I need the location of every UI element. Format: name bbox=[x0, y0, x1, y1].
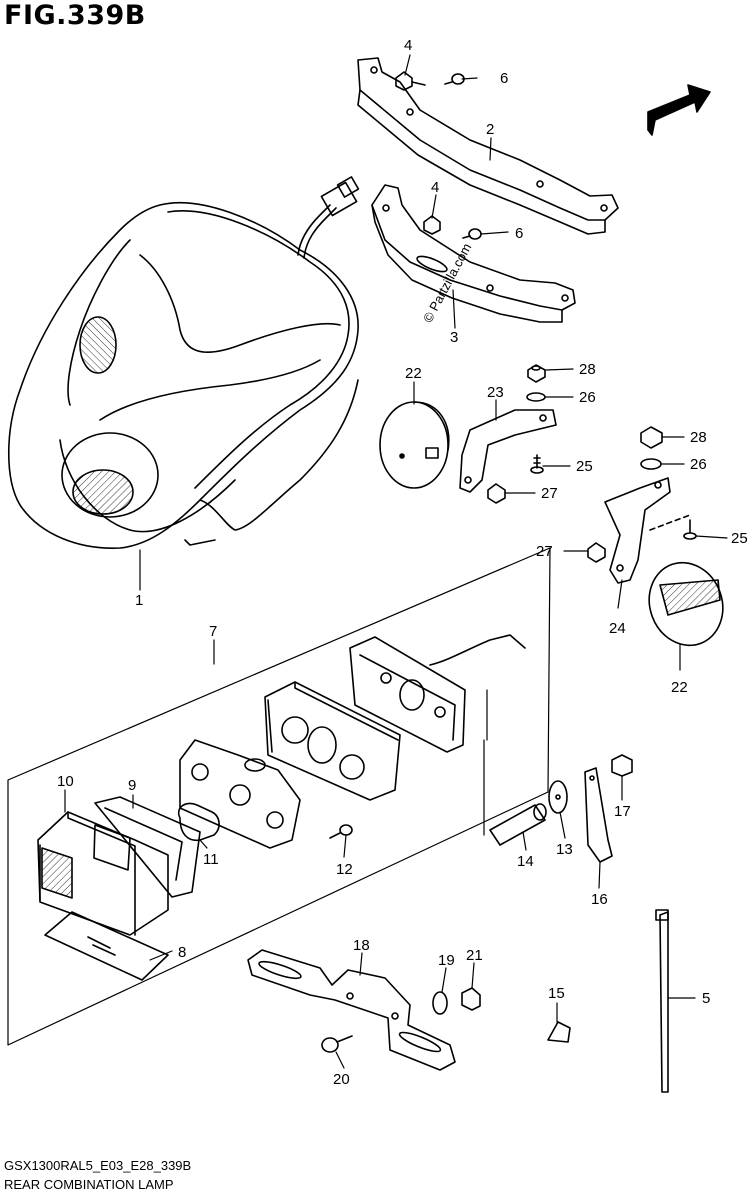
forward-direction-arrow bbox=[647, 84, 711, 136]
part-callouts: 1 2 3 4 4 5 6 6 7 8 9 10 11 12 13 14 15 … bbox=[57, 37, 748, 1088]
callout-11: 11 bbox=[203, 851, 219, 868]
callout-15: 15 bbox=[548, 985, 565, 1002]
washer-19 bbox=[432, 991, 448, 1015]
upper-bracket bbox=[357, 57, 619, 235]
assembly-7-boundary bbox=[7, 547, 551, 1046]
callout-16: 16 bbox=[591, 891, 608, 908]
reflector-22-left bbox=[379, 401, 450, 489]
callout-20: 20 bbox=[333, 1071, 350, 1088]
lens-gasket-8 bbox=[44, 911, 169, 981]
callout-8: 8 bbox=[178, 944, 186, 961]
callout-19: 19 bbox=[438, 952, 455, 969]
callout-28: 28 bbox=[690, 429, 707, 446]
bolt-4-lower bbox=[423, 215, 441, 235]
clamp-15 bbox=[547, 1021, 571, 1043]
nut-21 bbox=[461, 987, 481, 1011]
bolt-4-upper bbox=[395, 71, 426, 91]
license-bracket-18 bbox=[247, 949, 456, 1071]
callout-9: 9 bbox=[128, 777, 136, 794]
callout-25: 25 bbox=[731, 530, 748, 547]
screw-20 bbox=[321, 1035, 353, 1053]
callout-4: 4 bbox=[431, 179, 439, 196]
screw-12 bbox=[329, 824, 353, 839]
callout-26: 26 bbox=[690, 456, 707, 473]
callout-18: 18 bbox=[353, 937, 370, 954]
reflector-stay-23-left bbox=[459, 409, 557, 493]
callout-2: 2 bbox=[486, 121, 494, 138]
bracket-16 bbox=[584, 767, 613, 863]
gasket-9 bbox=[94, 796, 201, 898]
lamp-lens-rear bbox=[349, 634, 526, 753]
figure-title: FIG.339B bbox=[4, 0, 146, 31]
bulb-11 bbox=[178, 802, 220, 842]
washer-26-right bbox=[640, 458, 662, 470]
socket-plate bbox=[179, 739, 301, 849]
washer-26-left bbox=[526, 392, 546, 402]
callout-23: 23 bbox=[487, 384, 504, 401]
callout-12: 12 bbox=[336, 861, 353, 878]
tail-lamp-housing bbox=[7, 176, 360, 549]
callout-1: 1 bbox=[135, 592, 143, 609]
callout-13: 13 bbox=[556, 841, 573, 858]
callout-10: 10 bbox=[57, 773, 74, 790]
cable-tie-5 bbox=[655, 909, 669, 1093]
nut-17 bbox=[611, 754, 633, 777]
leader-lines bbox=[64, 54, 728, 1069]
callout-24: 24 bbox=[609, 620, 626, 637]
callout-3: 3 bbox=[450, 329, 458, 346]
nut-28-right bbox=[640, 426, 663, 449]
callout-6: 6 bbox=[500, 70, 508, 87]
callout-17: 17 bbox=[614, 803, 631, 820]
callout-22: 22 bbox=[671, 679, 688, 696]
nut-28-left bbox=[527, 364, 546, 383]
callout-14: 14 bbox=[517, 853, 534, 870]
callout-4: 4 bbox=[404, 37, 412, 54]
nut-27-left bbox=[487, 483, 506, 504]
license-lamp-10 bbox=[37, 811, 169, 936]
callout-5: 5 bbox=[702, 990, 710, 1007]
screw-6-lower bbox=[462, 228, 482, 240]
section-name: REAR COMBINATION LAMP bbox=[4, 1177, 174, 1192]
callout-25: 25 bbox=[576, 458, 593, 475]
screw-25-left bbox=[530, 454, 544, 474]
reflector-22-right bbox=[648, 561, 724, 647]
washer-13 bbox=[548, 780, 568, 814]
reflector-stay-24-right bbox=[604, 477, 691, 584]
callout-27: 27 bbox=[536, 543, 553, 560]
collar-14 bbox=[489, 803, 547, 846]
callout-6: 6 bbox=[515, 225, 523, 242]
callout-27: 27 bbox=[541, 485, 558, 502]
screw-6-upper bbox=[444, 73, 465, 85]
callout-22: 22 bbox=[405, 365, 422, 382]
model-code: GSX1300RAL5_E03_E28_339B bbox=[4, 1158, 192, 1173]
nut-27-right bbox=[587, 542, 606, 563]
callout-28: 28 bbox=[579, 361, 596, 378]
lower-bracket bbox=[371, 184, 576, 323]
callout-7: 7 bbox=[209, 623, 217, 640]
lamp-housing-middle bbox=[264, 681, 401, 801]
callout-26: 26 bbox=[579, 389, 596, 406]
screw-25-right bbox=[683, 519, 697, 540]
callout-21: 21 bbox=[466, 947, 483, 964]
